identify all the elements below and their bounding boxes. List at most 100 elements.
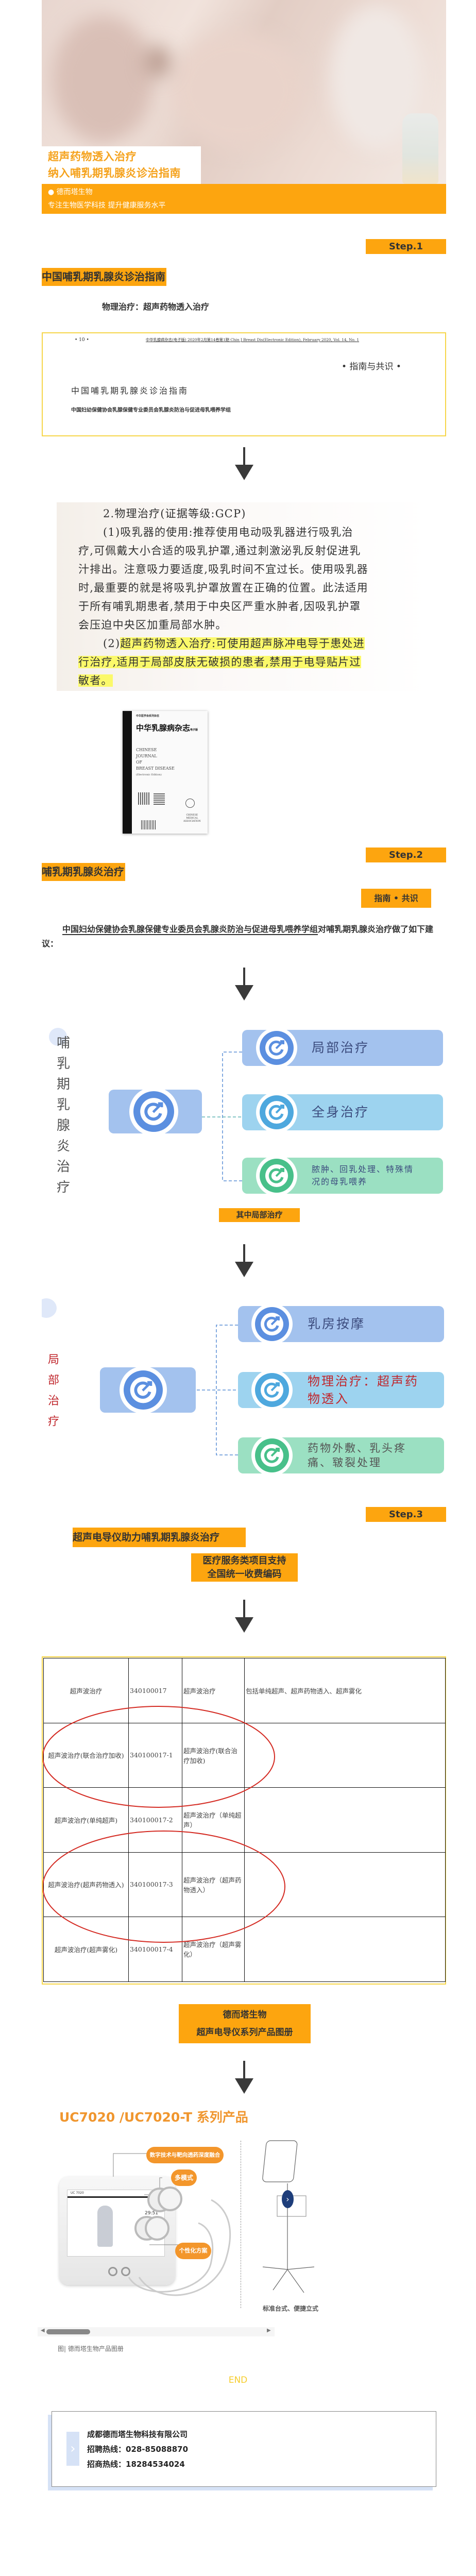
fee-code-badge: 医疗服务类项目支持 全国统一收费编码 [191,1553,298,1582]
product-title: UC7020 /UC7020-T 系列产品 [59,2110,248,2125]
down-arrow-icon [235,968,253,1001]
badge-line1: 医疗服务类项目支持 [202,1555,286,1566]
diagram2-vertical-title: 局部治疗 [48,1353,60,1428]
step2-title: 哺乳期乳腺炎治疗 [42,863,125,881]
table-cell: 超声波治疗 [43,1658,129,1723]
local-treatment-diagram: 局部治疗 乳房按摩 物理治疗：超声药物透入 药物外敷、乳头疼痛、皲裂处理 [0,1298,476,1479]
table-cell: 超声波治疗（超声雾化） [182,1917,245,1982]
guideline-badge: 指南 • 共识 [361,889,431,908]
paper-journal: 中华乳腺病杂志(电子版) 2020年2月第14卷第1期 Chin J Breas… [146,337,360,342]
qr-code-icon [138,792,149,805]
target-icon [129,1087,178,1136]
item-label-highlighted: 物理治疗：超声药物透入 [308,1374,419,1406]
product-carousel[interactable]: UC 7020 29:51 数字技术与靶向透药深度融合 多模式 个性化方案 标准… [31,2138,453,2339]
target-icon [256,1092,297,1133]
step1-title: 中国哺乳期乳腺炎诊治指南 [42,268,166,286]
table-cell: 超声波治疗(超声药物透入) [43,1852,129,1917]
diagram1-item-local: 局部治疗 [242,1027,443,1069]
diagram2-item-physical: 物理治疗：超声药物透入 [238,1369,444,1411]
down-arrow-icon [235,447,253,480]
cma-logo [185,799,195,808]
callout-personalized: 个性化方案 [175,2243,211,2259]
cables-and-pads [113,2153,231,2296]
callout-multimode: 多模式 [171,2170,197,2186]
target-icon [251,1435,293,1476]
stand-sketch [262,2140,315,2293]
org-name: 中国妇幼保健协会乳腺保健专业委员会乳腺炎防治与促进母乳喂养学组 [62,924,318,935]
diagram1-item-systemic: 全身治疗 [242,1092,443,1133]
diagram2-center-node [100,1366,196,1414]
target-icon [256,1155,297,1196]
scroll-left-icon[interactable]: ◀ [41,2328,45,2333]
item-label: 局部治疗 [312,1040,370,1055]
brochure-line1: 德而塔生物 [223,2010,267,2020]
contact-card: › 成都德而塔生物科技有限公司 招聘热线：028-85088870 招商热线：1… [52,2411,436,2487]
slogan: 专注生物医学科技 提升健康服务水平 [48,201,166,210]
excerpt-line: 于所有哺乳期患者,禁用于中央区严重水肿者,因吸乳护罩 [78,600,361,613]
table-cell [244,1917,446,1982]
table-cell: 超声波治疗(超声雾化) [43,1917,129,1982]
badge-line2: 全国统一收费编码 [207,1569,282,1580]
table-cell: 340100017-4 [128,1917,182,1982]
screen-model: UC 7020 [71,2191,84,2195]
sub-label: 其中局部治疗 [219,1208,300,1222]
down-arrow-icon [235,1600,253,1633]
paper-authors: 中国妇幼保健协会乳腺保健专业委员会乳腺炎防治与促进母乳喂养学组 [71,408,231,413]
stand-caption: 标准台式、便捷立式 [263,2305,319,2312]
target-icon [256,1027,297,1069]
bullet-icon: ● [48,188,57,196]
target-icon [251,1303,293,1345]
diagram1-center-node [109,1087,202,1136]
connector-lines [197,1325,238,1455]
table-cell: 340100017 [128,1658,182,1723]
step1-subtitle: 物理治疗：超声药物透入治疗 [102,302,210,312]
scroll-right-icon[interactable]: ▶ [267,2328,271,2333]
item-label: 药物外敷、乳头疼痛、皲裂处理 [308,1442,406,1469]
hero-title-line2: 纳入哺乳期乳腺炎诊治指南 [48,167,181,179]
table-cell: 340100017-2 [128,1787,182,1853]
chevron-right-icon: › [66,2432,79,2466]
bottle-image [402,113,438,184]
diagram1-vertical-title: 哺乳期乳腺炎治疗 [57,1036,71,1195]
hero-banner: 超声药物透入治疗 纳入哺乳期乳腺炎诊治指南 ● 德而塔生物 专注生物医学科技 提… [42,0,446,214]
down-arrow-icon [235,1244,253,1277]
step1-badge: Step.1 [366,239,446,254]
step3-badge: Step.3 [366,1507,446,1522]
diagram1-item-abscess: 脓肿、回乳处理、特殊情况的母乳喂养 [242,1155,443,1196]
scrollbar-thumb[interactable] [46,2329,90,2334]
excerpt-line: 2.物理治疗(证据等级:GCP) [103,507,246,520]
horizontal-scrollbar[interactable]: ◀ ▶ [38,2327,275,2336]
connector-lines [202,1052,242,1181]
excerpt-line: 敏者。 [78,674,113,687]
paragraph-rest: 对哺乳期乳腺炎治疗做了如下建议： [42,924,434,948]
item-label: 全身治疗 [312,1105,370,1120]
paper-title: 中国哺乳期乳腺炎诊治指南 [71,386,189,396]
end-label: END [228,2375,248,2385]
business-hotline: 招商热线：18284534024 [87,2460,185,2469]
image-caption: 图| 德而塔生物产品图册 [58,2345,124,2352]
paper-page: • 10 • [75,337,89,343]
excerpt-line: 汁排出。注意吸力要适度,吸乳时间不宜过长。使用吸乳器 [78,563,368,575]
recruit-hotline: 招聘热线：028-85088870 [87,2445,189,2454]
table-cell: 340100017-1 [128,1722,182,1788]
table-cell: 超声波治疗 [182,1658,245,1723]
down-arrow-icon [235,2061,253,2094]
step3-title: 超声电导仪助力哺乳期乳腺炎治疗 [73,1528,246,1547]
brochure-line2: 超声电导仪系列产品图册 [196,2027,293,2038]
cover-title-cn: 中华乳腺病杂志电子版 [136,723,198,733]
hero-title-line1: 超声药物透入治疗 [48,150,137,163]
target-icon [251,1369,293,1411]
table-cell: 超声波治疗（单纯超声） [182,1787,245,1853]
next-slide-button[interactable]: › [282,2190,294,2208]
table-cell: 超声波治疗(单纯超声) [43,1787,129,1853]
table-cell [244,1722,446,1788]
